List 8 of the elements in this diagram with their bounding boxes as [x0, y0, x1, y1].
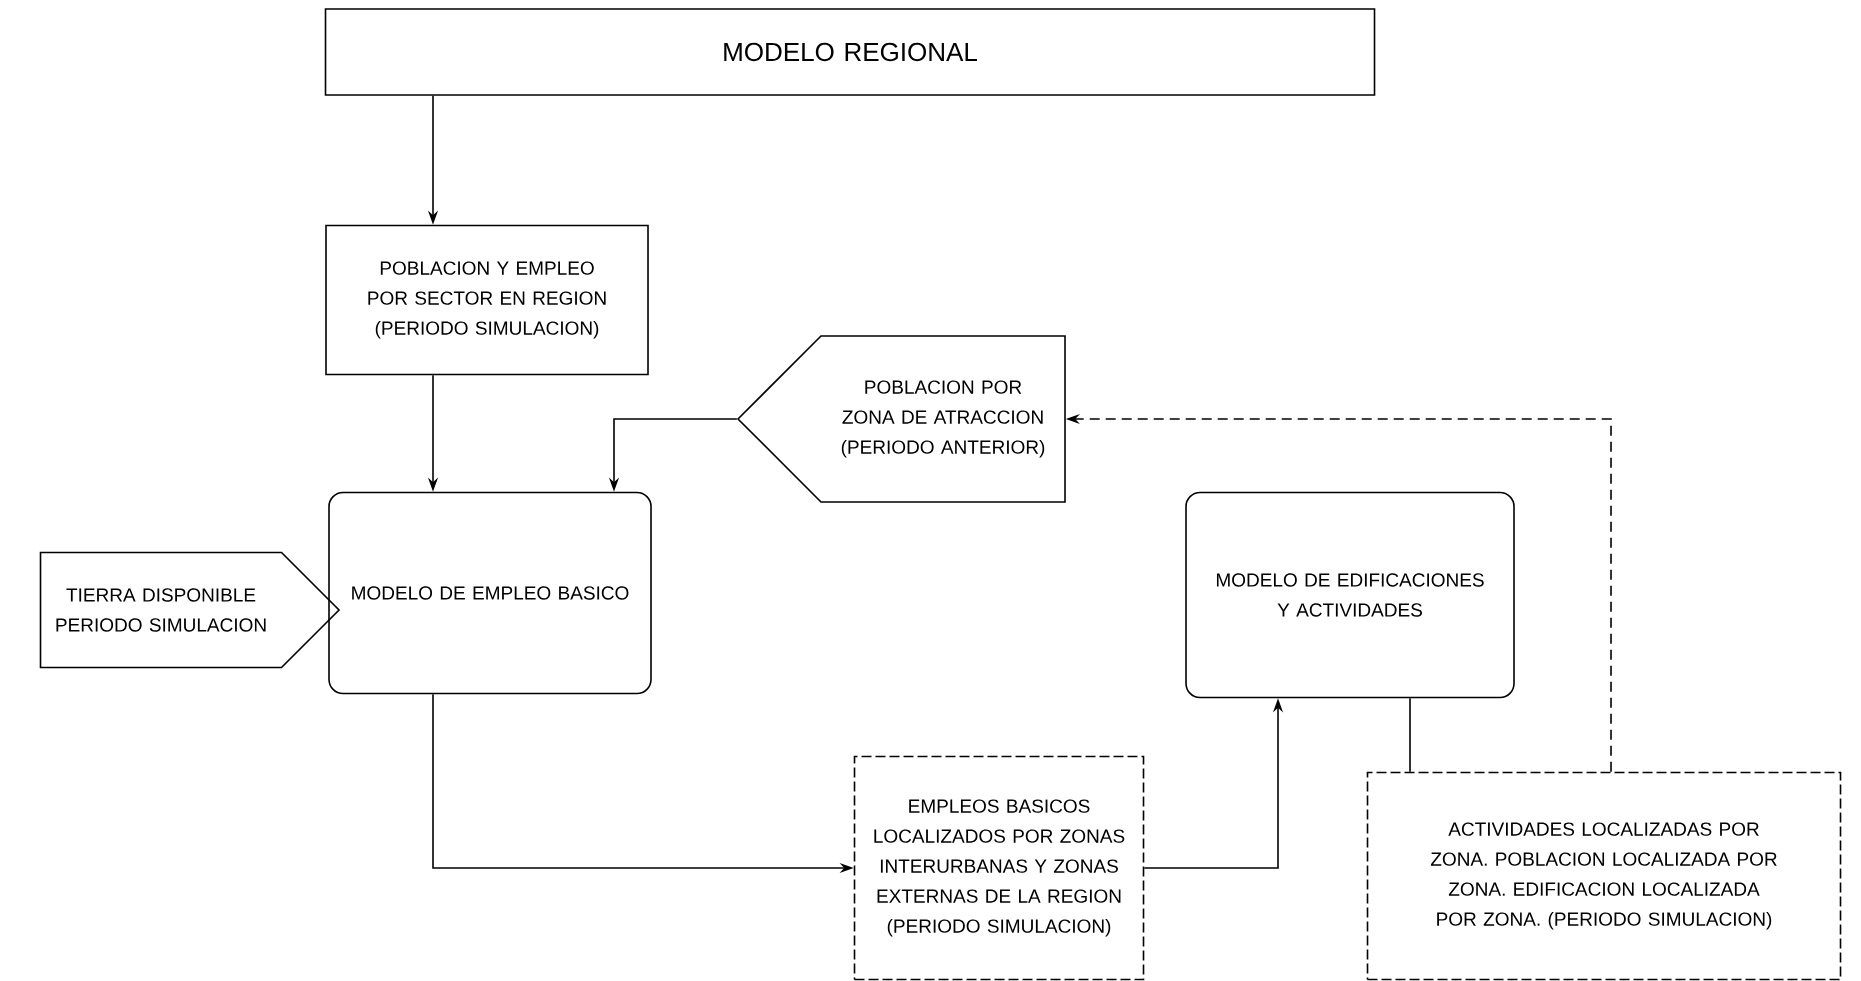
input-tag: POBLACION POR ZONA DE ATRACCION (PERIODO ANTERIOR) — [736, 335, 1066, 503]
output-box: ACTIVIDADES LOCALIZADAS POR ZONA. POBLACION LOCALIZADA POR ZONA. EDIFICACION LOCALIZADA POR ZONA. (PERIODO SIMULACION) — [1366, 771, 1842, 981]
output-box: EMPLEOS BASICOS LOCALIZADOS POR ZONAS INTERURBANAS Y ZONAS EXTERNAS DE LA REGION (PERIODO SIMULACION) — [853, 755, 1145, 981]
model-box: MODELO REGIONAL — [324, 8, 1376, 96]
input-tag: TIERRA DISPONIBLE PERIODO SIMULACION — [39, 551, 341, 669]
model-box: MODELO DE EMPLEO BASICO — [328, 491, 652, 695]
model-box: MODELO DE EDIFICACIONES Y ACTIVIDADES — [1185, 491, 1515, 699]
data-box: POBLACION Y EMPLEO POR SECTOR EN REGION (PERIODO SIMULACION) — [325, 224, 649, 376]
